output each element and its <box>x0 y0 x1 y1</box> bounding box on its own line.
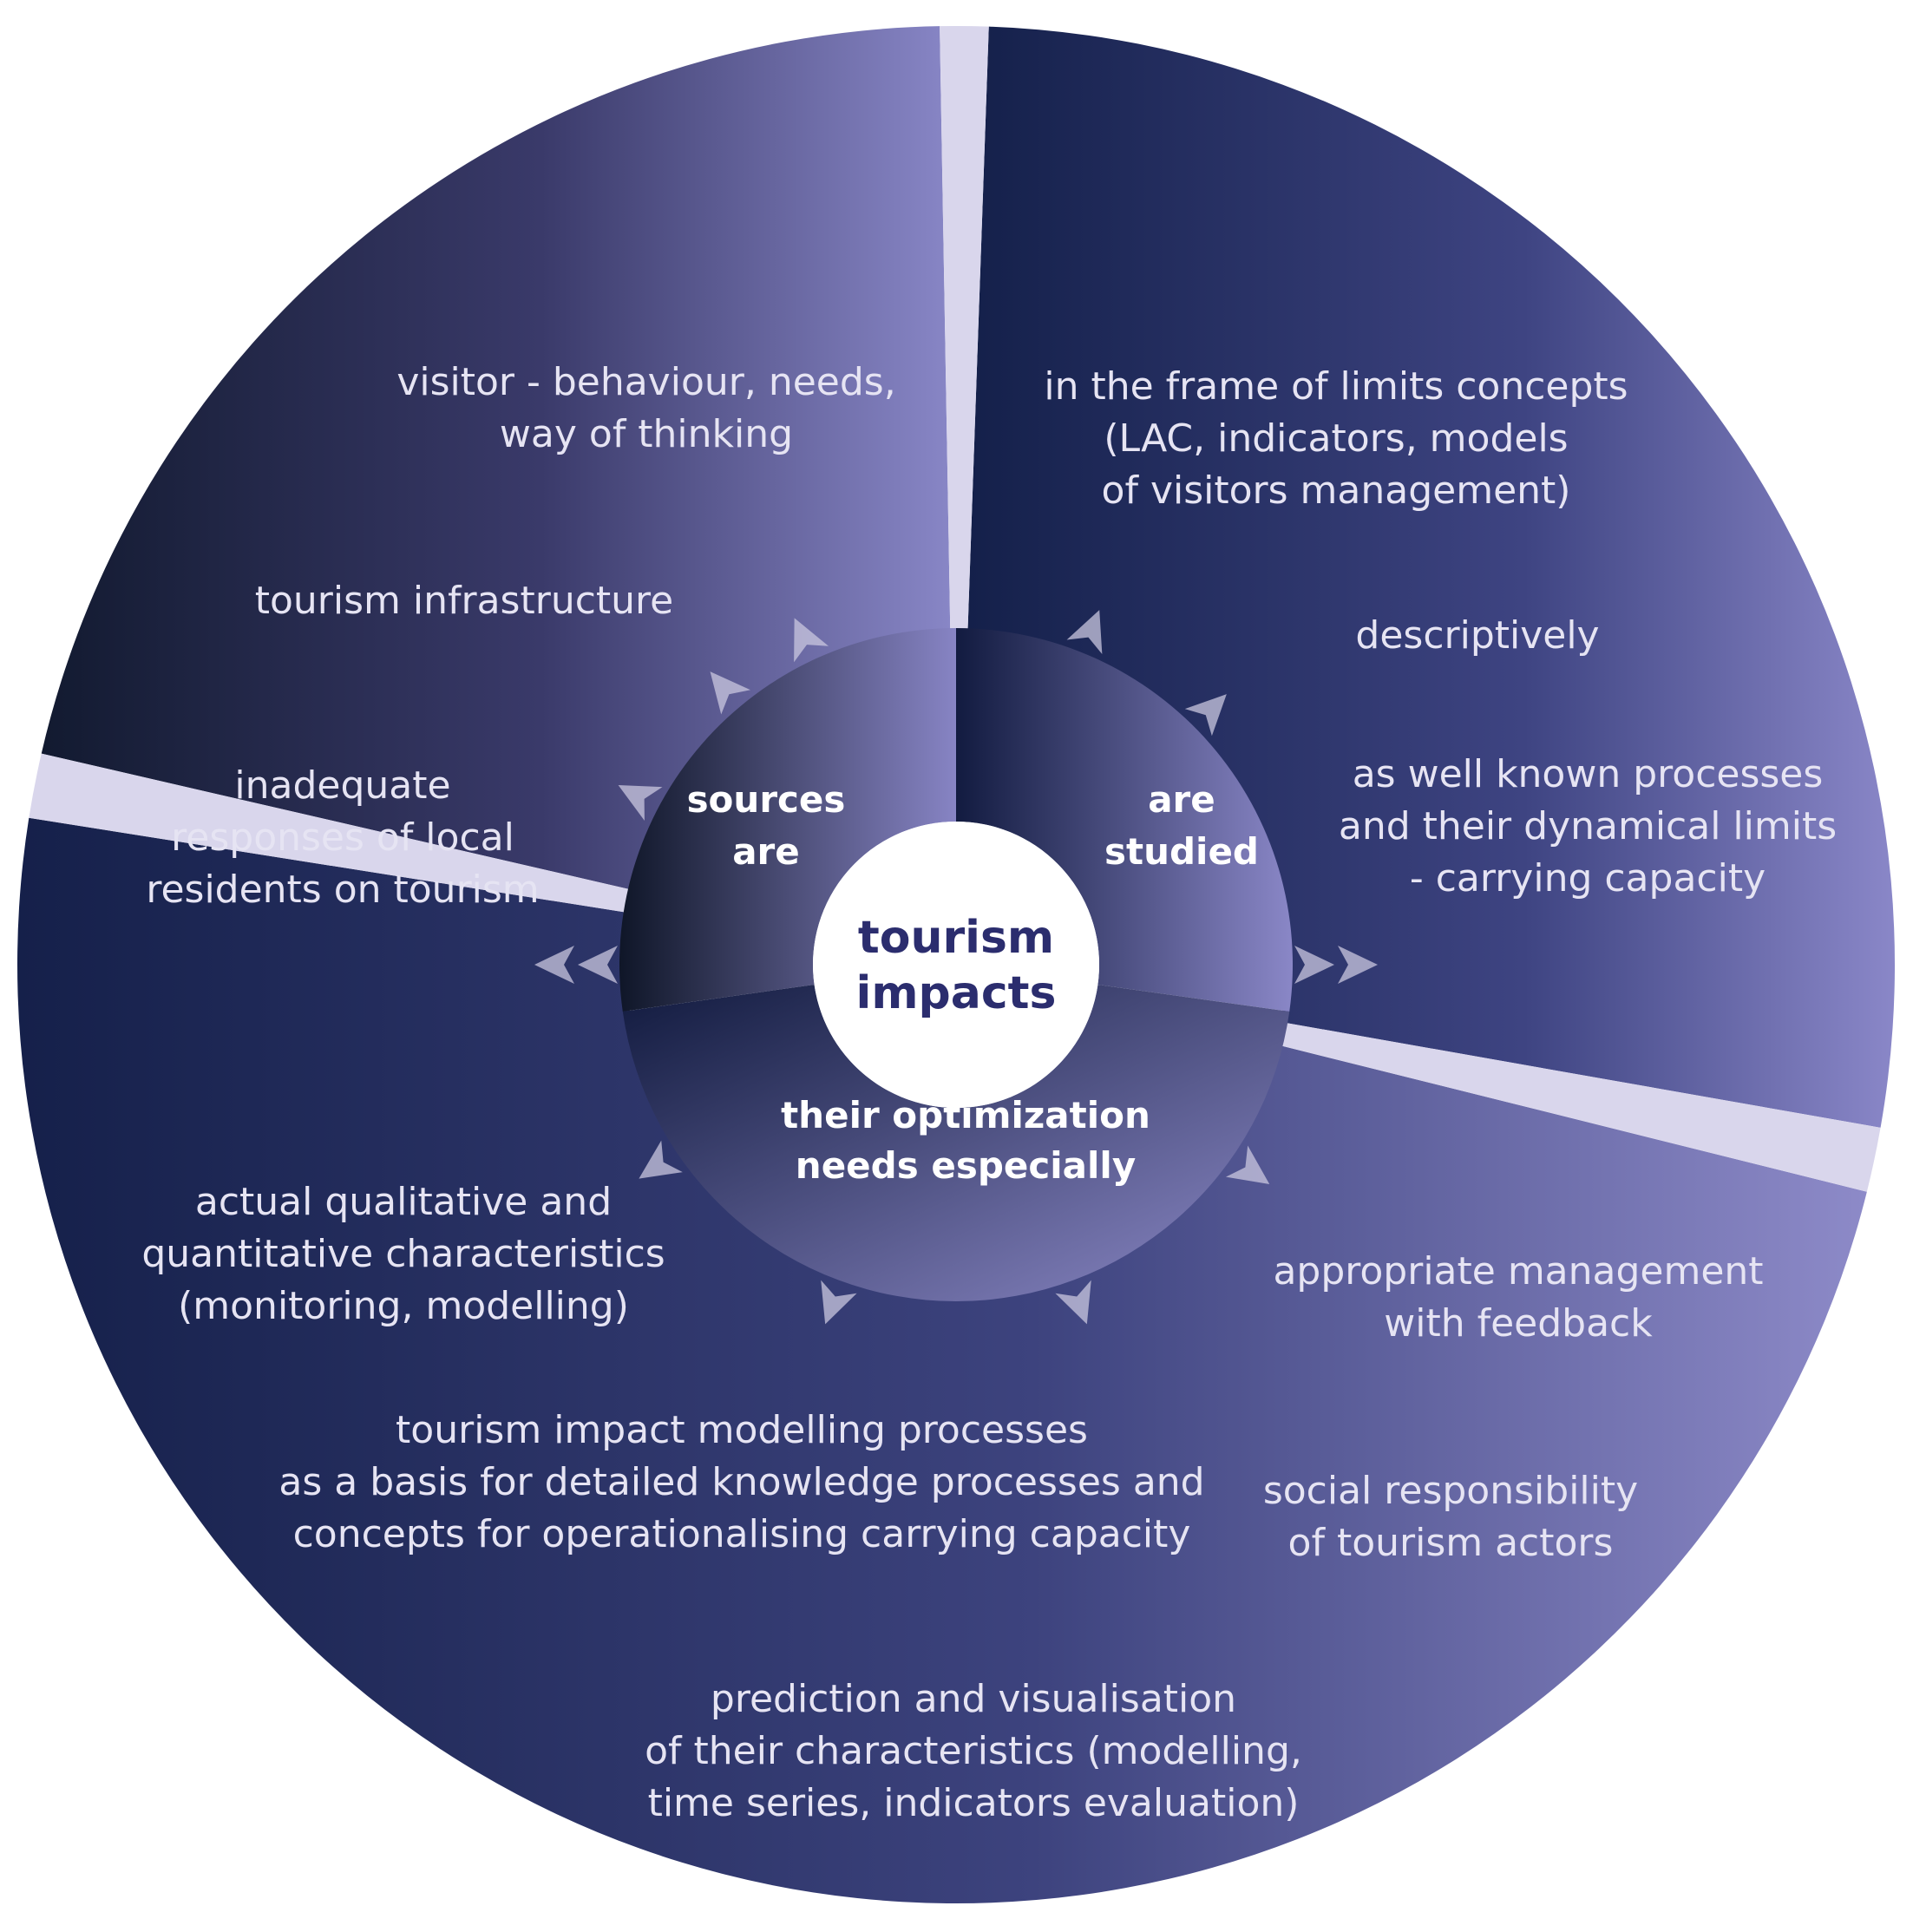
arrow-marker <box>710 671 750 715</box>
core-title-line1: tourism <box>858 912 1054 964</box>
outer-sectors <box>17 26 1895 1903</box>
arrow-head <box>710 671 750 715</box>
arrow-head <box>1225 1145 1270 1184</box>
arrow-marker <box>794 618 829 663</box>
ring-sectors <box>619 628 1293 1301</box>
arrow-head <box>578 946 618 984</box>
optim-item-responsibility-2: of tourism actors <box>1288 1521 1614 1565</box>
arrow-head <box>618 784 663 821</box>
arrow-marker <box>618 784 663 821</box>
arrow-head <box>794 618 829 663</box>
studied-item-processes-2: and their dynamical limits <box>1339 804 1837 848</box>
arrow-marker <box>639 1140 683 1179</box>
arrow-head <box>1338 946 1378 984</box>
arrow-marker <box>1338 946 1378 984</box>
studied-item-processes-1: as well known processes <box>1353 752 1824 796</box>
separator-left <box>29 753 635 914</box>
arrow-marker <box>1225 1145 1270 1184</box>
optim-item-actual-1: actual qualitative and <box>195 1180 612 1224</box>
optim-item-actual-2: quantitative characteristics <box>141 1232 665 1276</box>
optim-item-management-1: appropriate management <box>1273 1249 1763 1293</box>
ring-sector-sources <box>619 628 956 1012</box>
core-title-line2: impacts <box>856 967 1057 1019</box>
sources-item-visitor-1: visitor - behaviour, needs, <box>396 360 895 404</box>
ring-label-studied-2: studied <box>1104 830 1259 873</box>
studied-item-processes-3: - carrying capacity <box>1410 856 1766 901</box>
sector-sources <box>41 26 951 891</box>
studied-item-descriptively: descriptively <box>1355 613 1599 658</box>
optim-item-management-2: with feedback <box>1384 1301 1653 1346</box>
arrow-head <box>639 1140 683 1179</box>
optim-item-prediction-3: time series, indicators evaluation) <box>648 1781 1300 1825</box>
ring-sector-studied <box>956 628 1293 1012</box>
arrow-markers <box>534 610 1378 1325</box>
sources-item-residents-2: responses of local <box>171 815 514 860</box>
optim-item-modelling-2: as a basis for detailed knowledge proces… <box>278 1460 1204 1504</box>
ring-label-sources-2: are <box>732 830 800 873</box>
arrow-marker <box>821 1280 857 1325</box>
sources-item-residents-3: residents on tourism <box>146 868 539 912</box>
optim-item-prediction-2: of their characteristics (modelling, <box>645 1729 1302 1773</box>
arrow-head <box>821 1280 857 1325</box>
arrow-marker <box>578 946 618 984</box>
sources-item-residents-1: inadequate <box>234 763 450 808</box>
studied-item-limits-2: (LAC, indicators, models <box>1104 416 1568 461</box>
arrow-marker <box>1294 946 1334 984</box>
optim-item-prediction-1: prediction and visualisation <box>711 1677 1236 1721</box>
optim-item-modelling-1: tourism impact modelling processes <box>396 1408 1088 1452</box>
ring-label-studied-1: are <box>1148 778 1215 821</box>
sector-studied <box>967 26 1895 1128</box>
arrow-marker <box>1066 610 1103 655</box>
arrow-marker <box>534 946 574 984</box>
sources-item-visitor-2: way of thinking <box>500 412 793 456</box>
studied-item-limits-1: in the frame of limits concepts <box>1044 364 1628 409</box>
studied-item-limits-3: of visitors management) <box>1102 468 1571 513</box>
optim-item-modelling-3: concepts for operationalising carrying c… <box>293 1512 1191 1556</box>
arrow-marker <box>1055 1280 1091 1325</box>
separator-right <box>1275 1021 1881 1192</box>
optim-item-responsibility-1: social responsibility <box>1263 1469 1638 1513</box>
arrow-head <box>1055 1280 1091 1325</box>
ring-label-optimization-1: their optimization <box>781 1094 1150 1136</box>
ring-label-sources-1: sources <box>687 778 846 821</box>
optim-item-actual-3: (monitoring, modelling) <box>178 1284 629 1328</box>
core-circle <box>813 822 1099 1108</box>
separator-top <box>940 26 989 636</box>
arrow-head <box>534 946 574 984</box>
arrow-head <box>1294 946 1334 984</box>
sources-item-infrastructure: tourism infrastructure <box>255 579 673 623</box>
ring-sector-optimization <box>622 984 1290 1301</box>
ring-label-optimization-2: needs especially <box>796 1144 1136 1187</box>
sector-optimization <box>17 817 1867 1903</box>
arrow-head <box>1066 610 1103 655</box>
